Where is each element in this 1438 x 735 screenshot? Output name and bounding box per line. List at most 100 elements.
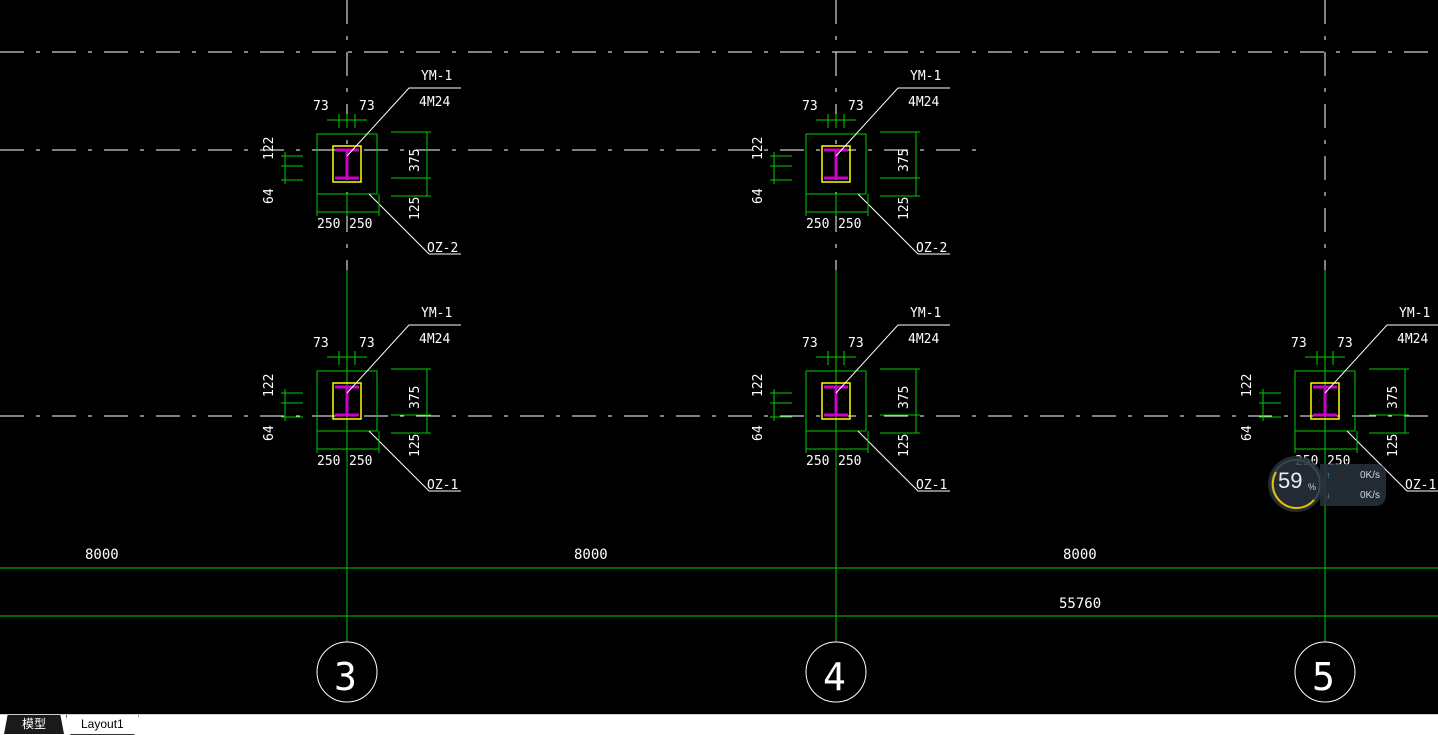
column-plate [821, 145, 851, 183]
dim-left-lower: 64 [751, 425, 766, 441]
dim-bottom-right: 250 [349, 454, 372, 469]
dim-right-lower: 125 [408, 197, 423, 220]
leader-top [1324, 324, 1438, 394]
baseplate-label: YM-1 [1399, 306, 1430, 321]
dim-top-right: 73 [1337, 336, 1353, 351]
dim-top-left: 73 [313, 336, 329, 351]
dim-top-right: 73 [848, 336, 864, 351]
column-plate [1310, 382, 1340, 420]
dim-right-upper: 375 [408, 149, 423, 172]
dim-right-upper: 375 [408, 386, 423, 409]
leader-bottom [857, 193, 950, 255]
dim-left [281, 152, 303, 184]
upload-row: ↑ 0K/s [1326, 470, 1382, 481]
dim-top-right: 73 [359, 99, 375, 114]
dim-top [816, 351, 856, 365]
dim-right-upper: 375 [1386, 386, 1401, 409]
column-label: OZ-1 [916, 478, 947, 493]
grid-bubble-5: 5 [1312, 655, 1335, 699]
grid-bubble-3: 3 [334, 655, 357, 699]
leader-bottom [1346, 430, 1438, 492]
anchor-bolts-label: 4M24 [419, 332, 450, 347]
dim-top-right: 73 [848, 99, 864, 114]
dim-right-lower: 125 [897, 197, 912, 220]
dim-top [1305, 351, 1345, 365]
dim-left-lower: 64 [262, 188, 277, 204]
dim-left-upper: 122 [751, 137, 766, 160]
dim-right-lower: 125 [897, 434, 912, 457]
upload-speed: 0K/s [1359, 470, 1380, 481]
anchor-bolts-label: 4M24 [908, 95, 939, 110]
column-label: OZ-1 [427, 478, 458, 493]
anchor-bolts-label: 4M24 [908, 332, 939, 347]
dim-top [327, 114, 367, 128]
dim-bottom-right: 250 [838, 217, 861, 232]
baseplate-label: YM-1 [421, 69, 452, 84]
overall-dim: 55760 [1059, 596, 1101, 612]
dim-left [1259, 389, 1281, 421]
download-row: ↓ 0K/s [1326, 490, 1382, 501]
dim-top-right: 73 [359, 336, 375, 351]
column-label: OZ-2 [916, 241, 947, 256]
dim-left-upper: 122 [751, 374, 766, 397]
speed-panel: ↑ 0K/s ↓ 0K/s [1320, 464, 1386, 506]
dim-top-left: 73 [802, 99, 818, 114]
h-section-icon [824, 385, 848, 417]
layout-tab-bar: 模型 Layout1 [0, 714, 1438, 735]
dim-right [880, 131, 920, 197]
leader-top [346, 324, 461, 394]
dim-bottom-left: 250 [317, 217, 340, 232]
dim-left [770, 152, 792, 184]
dim-left-upper: 122 [262, 137, 277, 160]
dim-bottom [316, 431, 380, 453]
dim-left [281, 389, 303, 421]
column-label: OZ-1 [1405, 478, 1436, 493]
column-label: OZ-2 [427, 241, 458, 256]
column-plate [332, 382, 362, 420]
tab-model[interactable]: 模型 [4, 715, 65, 734]
baseplate-label: YM-1 [910, 306, 941, 321]
dim-bottom [1294, 431, 1358, 453]
column-plate [332, 145, 362, 183]
leader-bottom [368, 430, 461, 492]
dim-bottom-right: 250 [349, 217, 372, 232]
anchor-bolts-label: 4M24 [1397, 332, 1428, 347]
dim-left-upper: 122 [262, 374, 277, 397]
dim-right [880, 368, 920, 434]
dim-bottom-left: 250 [806, 217, 829, 232]
h-section-icon [335, 385, 359, 417]
usage-percent-sign: % [1308, 482, 1317, 492]
leader-bottom [368, 193, 461, 255]
dim-bottom-left: 250 [317, 454, 340, 469]
bay-dim-1: 8000 [85, 547, 119, 563]
dim-top-left: 73 [802, 336, 818, 351]
column-plate [821, 382, 851, 420]
grid-axes [0, 0, 1438, 642]
dim-left [770, 389, 792, 421]
bay-dim-2: 8000 [574, 547, 608, 563]
dim-bottom-left: 250 [806, 454, 829, 469]
dim-right [391, 131, 431, 197]
dim-left-lower: 64 [751, 188, 766, 204]
dim-right [1369, 368, 1409, 434]
baseplate-label: YM-1 [421, 306, 452, 321]
tab-layout1[interactable]: Layout1 [66, 715, 139, 735]
dim-right [391, 368, 431, 434]
baseplate-label: YM-1 [910, 69, 941, 84]
h-section-icon [335, 148, 359, 180]
usage-ring: 59 % [1268, 456, 1324, 512]
download-speed: 0K/s [1359, 490, 1380, 501]
dim-right-upper: 375 [897, 149, 912, 172]
dim-left-upper: 122 [1240, 374, 1255, 397]
dim-bottom [316, 194, 380, 216]
h-section-icon [1313, 385, 1337, 417]
network-speed-widget[interactable]: 59 % ↑ 0K/s ↓ 0K/s [1268, 456, 1388, 512]
dim-right-lower: 125 [1386, 434, 1401, 457]
